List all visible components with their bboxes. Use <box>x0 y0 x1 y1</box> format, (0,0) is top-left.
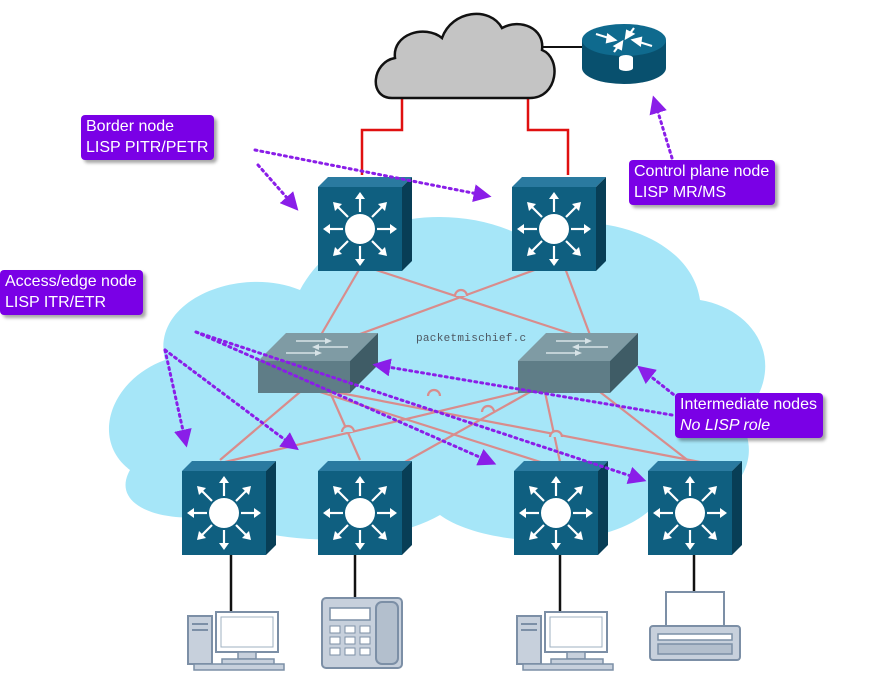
callout-intermediate-nodes: Intermediate nodes No LISP role <box>675 393 823 438</box>
fabric-cloud <box>108 217 766 541</box>
pc-icon <box>516 611 614 671</box>
border-switch-right <box>510 175 608 273</box>
callout-arrows <box>163 95 680 485</box>
watermark-text: packetmischief.c <box>416 333 527 345</box>
cloud-icon <box>374 12 556 100</box>
callout-border-title: Border node <box>86 118 175 135</box>
printer-icon <box>649 591 741 661</box>
border-uplinks <box>360 97 570 175</box>
access-switch-4 <box>646 459 744 557</box>
callout-access-title: Access/edge node <box>5 273 137 290</box>
callout-control-role: LISP MR/MS <box>634 184 727 201</box>
link-hops <box>340 288 564 438</box>
callout-intermediate-role: No LISP role <box>680 417 771 434</box>
callout-control-plane-node: Control plane node LISP MR/MS <box>629 160 776 205</box>
callout-border-node: Border node LISP PITR/PETR <box>81 115 215 160</box>
access-switch-1 <box>180 459 278 557</box>
endpoint-cables <box>229 553 696 612</box>
callout-control-title: Control plane node <box>634 163 770 180</box>
callout-access-edge-node: Access/edge node LISP ITR/ETR <box>0 270 143 315</box>
callout-border-role: LISP PITR/PETR <box>86 139 209 156</box>
pc-icon <box>187 611 285 671</box>
border-switch-left <box>316 175 414 273</box>
access-switch-2 <box>316 459 414 557</box>
access-switch-3 <box>512 459 610 557</box>
callout-access-role: LISP ITR/ETR <box>5 294 107 311</box>
ip-phone-icon <box>321 597 403 669</box>
router-icon <box>582 24 666 84</box>
callout-intermediate-title: Intermediate nodes <box>680 396 817 413</box>
